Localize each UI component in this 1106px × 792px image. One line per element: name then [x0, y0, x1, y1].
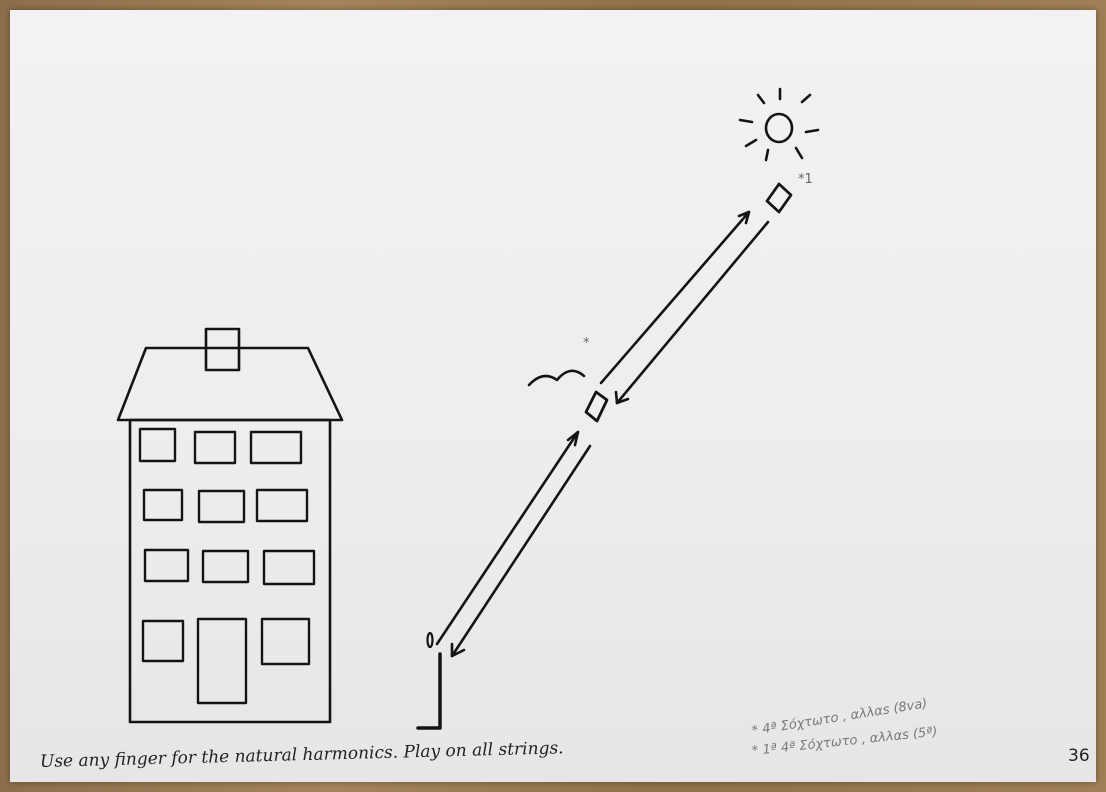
windows	[140, 429, 314, 664]
window	[199, 491, 244, 522]
window	[195, 432, 235, 463]
note-head	[428, 633, 433, 647]
sun-icon	[740, 89, 818, 160]
bird-icon	[529, 371, 584, 385]
lower-arrows	[437, 432, 590, 656]
chimney	[206, 329, 239, 370]
window	[140, 429, 175, 461]
window	[257, 490, 307, 521]
window	[145, 550, 188, 581]
stem	[418, 654, 440, 728]
arrow-down2-line	[617, 222, 768, 403]
footnote-mark-high: *1	[798, 172, 813, 187]
roof	[118, 348, 342, 420]
window	[144, 490, 182, 520]
diamond-mid	[586, 392, 607, 421]
window	[203, 551, 248, 582]
arrow-up2-line	[601, 212, 749, 383]
stick-figure	[418, 633, 440, 728]
door	[198, 619, 246, 703]
sun-disc	[766, 114, 792, 142]
footnote-mark-bird: *	[583, 336, 590, 351]
window	[143, 621, 183, 661]
arrow-down-line	[452, 446, 590, 656]
building-body	[130, 420, 330, 722]
window	[262, 619, 309, 664]
window	[251, 432, 301, 463]
diamond-top	[767, 184, 791, 212]
building-icon	[118, 329, 342, 722]
window	[264, 551, 314, 584]
page-number: 36	[1068, 746, 1090, 766]
arrow-up-line	[437, 432, 578, 644]
sun-rays	[740, 89, 818, 160]
upper-arrows	[601, 212, 768, 403]
